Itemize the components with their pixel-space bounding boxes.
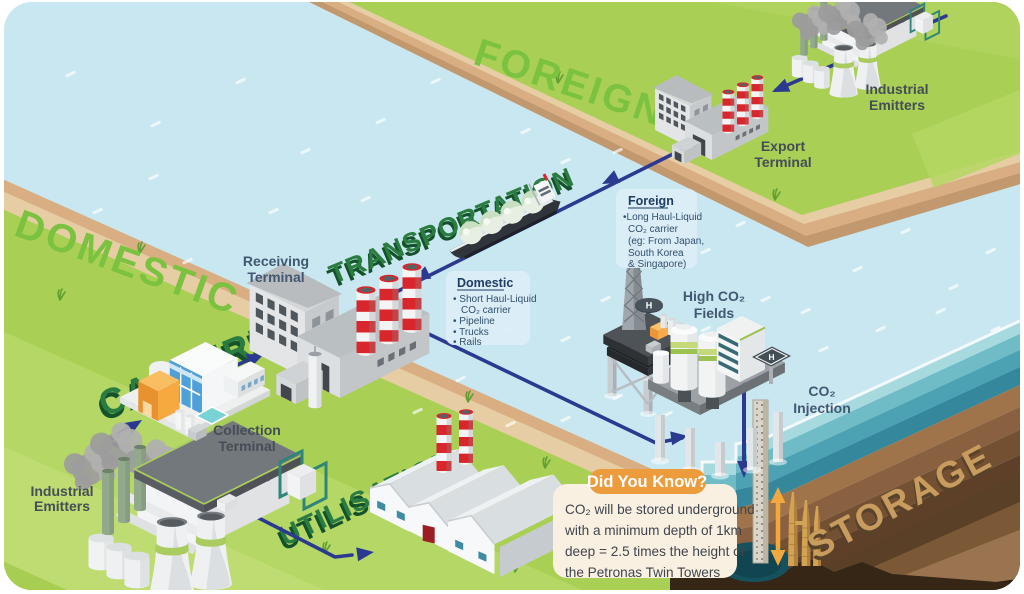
control-tower (308, 346, 322, 409)
utilisation-warehouse (369, 409, 583, 577)
striped-chimney (379, 274, 399, 345)
info-box-domestic-line: • Short Haul-Liquid (453, 294, 537, 305)
industrial-emitters-foreign-building (791, 2, 941, 98)
label-co2-injection-2: Injection (793, 400, 851, 416)
label-export-terminal-2: Terminal (754, 154, 811, 170)
petronas-towers (788, 492, 821, 566)
label-high-co2-fields: High CO₂ (683, 288, 745, 304)
lng-ship (449, 173, 561, 259)
info-box-domestic-line: • Trucks (453, 327, 489, 338)
info-box-foreign-line: •Long Haul-Liquid (623, 212, 702, 223)
info-box-foreign-line: CO₂ carrier (628, 224, 679, 235)
svg-text:H: H (768, 352, 774, 362)
label-receiving-terminal: Receiving (243, 253, 309, 269)
node-labels: Industrial Emitters Export Terminal Rece… (30, 81, 928, 514)
info-box-foreign-line: South Korea (628, 248, 684, 259)
did-you-know-line: the Petronas Twin Towers (565, 565, 720, 580)
co2-injection-platform: H (648, 315, 791, 480)
did-you-know-line: with a minimum depth of 1km (564, 523, 742, 538)
cooling-tower (829, 44, 858, 98)
collection-terminal-building (120, 342, 271, 441)
striped-chimney (459, 409, 473, 465)
storage-props (717, 399, 821, 582)
did-you-know-line: deep = 2.5 times the height of (565, 544, 745, 559)
high-co2-fields-rig: H (603, 230, 693, 417)
label-receiving-terminal-2: Terminal (247, 269, 304, 285)
info-box-foreign-line: & Singapore) (628, 259, 686, 270)
buildings-layer: HH (64, 2, 941, 590)
label-industrial-emitters-domestic: Industrial (30, 483, 93, 499)
did-you-know-badge (589, 469, 706, 494)
sea-dashes (65, 70, 1001, 428)
smoke (792, 5, 831, 41)
striped-chimney (356, 286, 376, 356)
factory (88, 418, 328, 590)
cooling-tower (190, 511, 232, 590)
info-box-foreign: Foreign •Long Haul-Liquid CO₂ carrier (e… (616, 189, 704, 270)
injection-pipe (752, 399, 769, 564)
info-box-domestic-title: Domestic (457, 276, 513, 290)
info-box-domestic-line: CO₂ carrier (461, 305, 512, 316)
label-industrial-emitters-foreign: Industrial (865, 81, 928, 97)
striped-chimney (736, 82, 749, 127)
striped-chimney (722, 89, 735, 134)
info-box-foreign-line: (eg: From Japan, (628, 236, 704, 247)
label-export-terminal: Export (761, 138, 806, 154)
label-industrial-emitters-domestic-2: Emitters (34, 498, 90, 514)
info-box-domestic-line: • Rails (453, 337, 482, 348)
label-collection-terminal: Collection (213, 422, 281, 438)
did-you-know: Did You Know? CO₂ will be stored undergr… (553, 469, 755, 580)
storage-cross-section (669, 317, 1020, 590)
export-terminal-building (653, 75, 769, 164)
info-box-foreign-title: Foreign (628, 194, 674, 208)
did-you-know-line: CO₂ will be stored underground (565, 502, 755, 517)
striped-chimney (751, 75, 764, 119)
industrial-emitters-domestic-building (64, 418, 328, 590)
depth-arrow (770, 487, 786, 566)
striped-chimney (402, 263, 422, 333)
info-box-domestic: Domestic • Short Haul-Liquid CO₂ carrier… (446, 271, 537, 348)
did-you-know-badge-text: Did You Know? (587, 473, 707, 491)
smoke (847, 13, 888, 51)
striped-chimney (436, 413, 452, 473)
label-high-co2-fields-2: Fields (694, 305, 735, 321)
info-box-domestic-line: • Pipeline (453, 316, 495, 327)
cooling-tower (149, 517, 195, 590)
label-industrial-emitters-foreign-2: Emitters (869, 97, 925, 113)
terminal-building (653, 75, 769, 164)
label-co2-injection: CO₂ (808, 383, 835, 399)
label-collection-terminal-2: Terminal (218, 438, 275, 454)
svg-text:H: H (646, 301, 653, 311)
